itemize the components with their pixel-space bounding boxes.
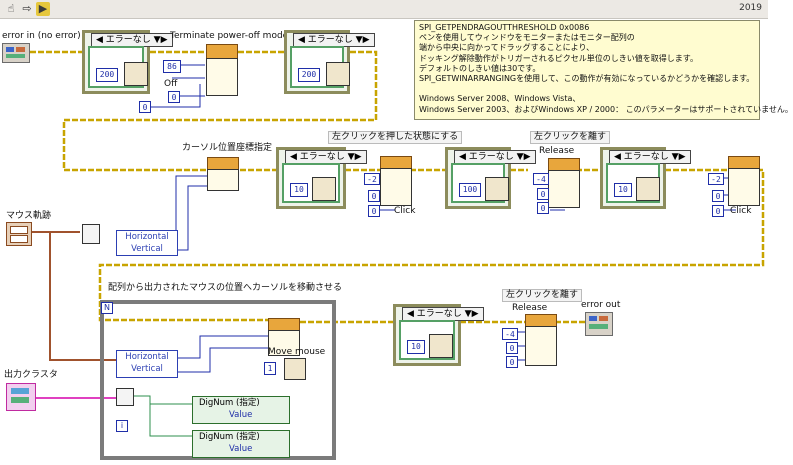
move-cursor-array-label: 配列から出力されたマウスの位置へカーソルを移動させる [108,283,343,293]
call-library-params-7 [525,326,557,366]
constant-0j[interactable]: 0 [506,356,518,368]
loop-count-terminal[interactable]: N [101,302,113,314]
sequence-frame-4[interactable]: ◀ エラーなし ▼▶ 100 [445,147,536,209]
case-selector-3[interactable]: ◀ エラーなし ▼▶ [285,150,367,164]
wait-ms-icon[interactable] [326,62,350,86]
dignum-node-2[interactable]: DigNum (指定) Value [192,430,290,458]
sequence-frame-6[interactable]: ◀ エラーなし ▼▶ 10 [393,304,484,366]
call-library-params-4 [548,170,580,208]
sequence-frame-2[interactable]: ◀ エラーなし ▼▶ 200 [284,30,375,94]
output-cluster-control[interactable] [6,383,36,411]
left-click-release-label-2: 左クリックを離す [502,289,583,302]
wait-ms-icon[interactable] [312,177,336,201]
array-index-icon[interactable] [82,224,100,244]
unbundle-node-2[interactable]: Horizontal Vertical [116,350,178,378]
constant-0h[interactable]: 0 [712,205,724,217]
dignum-element-1: DigNum (指定) [199,398,260,408]
value-element-2: Value [229,444,253,454]
arrow-right-icon[interactable]: ⇨ [22,2,32,15]
horizontal-element-1: Horizontal [125,232,169,242]
constant-1[interactable]: 1 [264,362,276,375]
error-out-label: error out [581,300,621,310]
off-label: Off [164,79,178,89]
horizontal-element-2: Horizontal [125,352,169,362]
constant-0d[interactable]: 0 [368,205,380,217]
sequence-frame-5[interactable]: ◀ エラーなし ▼▶ 10 [600,147,691,209]
case-selector-5[interactable]: ◀ エラーなし ▼▶ [609,150,691,164]
vertical-element-2: Vertical [131,364,163,374]
error-in-label: error in (no error) [2,31,81,41]
cursor-set-label: カーソル位置座標指定 [182,143,273,153]
mouse-path-control[interactable] [6,222,32,246]
wait-ms-icon[interactable] [124,62,148,86]
constant-0a[interactable]: 0 [168,91,180,103]
year-label: 2019 [739,3,762,13]
comment-box: SPI_GETPENDRAGOUTTHRESHOLD 0x0086 ペンを使用し… [414,20,793,120]
wait-ms-icon[interactable] [636,177,660,201]
dignum-node-1[interactable]: DigNum (指定) Value [192,396,290,424]
constant-10c[interactable]: 10 [407,340,425,354]
case-selector-2[interactable]: ◀ エラーなし ▼▶ [293,33,375,47]
constant-200b[interactable]: 200 [298,68,320,82]
hand-icon[interactable]: ☝ [7,2,15,15]
release-label-2: Release [512,303,548,313]
case-selector-4[interactable]: ◀ エラーなし ▼▶ [454,150,536,164]
loop-iteration-terminal: i [116,420,128,432]
unbundle-node-1[interactable]: Horizontal Vertical [116,230,178,256]
terminate-label: Terminate power-off mode [170,31,289,41]
constant-200[interactable]: 200 [96,68,118,82]
case-selector-1[interactable]: ◀ エラーなし ▼▶ [91,33,173,47]
error-in-control[interactable] [2,43,30,63]
constant-0c[interactable]: 0 [368,190,380,202]
constant-minus4a[interactable]: -4 [533,173,549,185]
call-library-params-3 [380,168,412,206]
click-label-2: Click [730,206,752,216]
sequence-frame-3[interactable]: ◀ エラーなし ▼▶ 10 [276,147,367,209]
sequence-frame-1[interactable]: ◀ エラーなし ▼▶ 200 [82,30,173,94]
constant-minus2a[interactable]: -2 [364,173,380,185]
toolbar: ☝ ⇨ ▶ 2019 [0,0,768,19]
vertical-element-1: Vertical [131,244,163,254]
output-cluster-label: 出力クラスタ [4,370,58,380]
left-click-press-label: 左クリックを押した状態にする [328,131,463,144]
wait-ms-icon[interactable] [429,334,453,358]
error-out-indicator[interactable] [585,312,613,336]
wait-ms-icon[interactable] [485,177,509,201]
value-element-1: Value [229,410,253,420]
wait-ms-icon[interactable] [284,358,306,380]
constant-10a[interactable]: 10 [290,183,308,197]
call-library-params-6 [268,330,300,356]
call-library-params-2 [207,169,239,191]
left-click-release-label-1: 左クリックを離す [530,131,611,144]
constant-86[interactable]: 86 [163,60,181,73]
constant-0f[interactable]: 0 [537,202,549,214]
constant-100[interactable]: 100 [459,183,481,197]
constant-0g[interactable]: 0 [712,190,724,202]
constant-10b[interactable]: 10 [614,183,632,197]
run-arrow-icon[interactable]: ▶ [36,2,50,16]
constant-minus4b[interactable]: -4 [502,328,518,340]
call-library-params-1 [206,58,238,96]
mouse-path-label: マウス軌跡 [6,211,52,221]
unbundle-by-name-icon[interactable] [116,388,134,406]
case-selector-6[interactable]: ◀ エラーなし ▼▶ [402,307,484,321]
call-library-params-5 [728,168,760,206]
constant-0e[interactable]: 0 [537,188,549,200]
move-mouse-label: Move mouse [268,347,326,357]
constant-minus2b[interactable]: -2 [708,173,724,185]
constant-0b[interactable]: 0 [139,101,151,113]
click-label-1: Click [394,206,416,216]
release-label-1: Release [539,146,575,156]
dignum-element-2: DigNum (指定) [199,432,260,442]
constant-0i[interactable]: 0 [506,342,518,354]
for-loop[interactable] [100,300,336,460]
